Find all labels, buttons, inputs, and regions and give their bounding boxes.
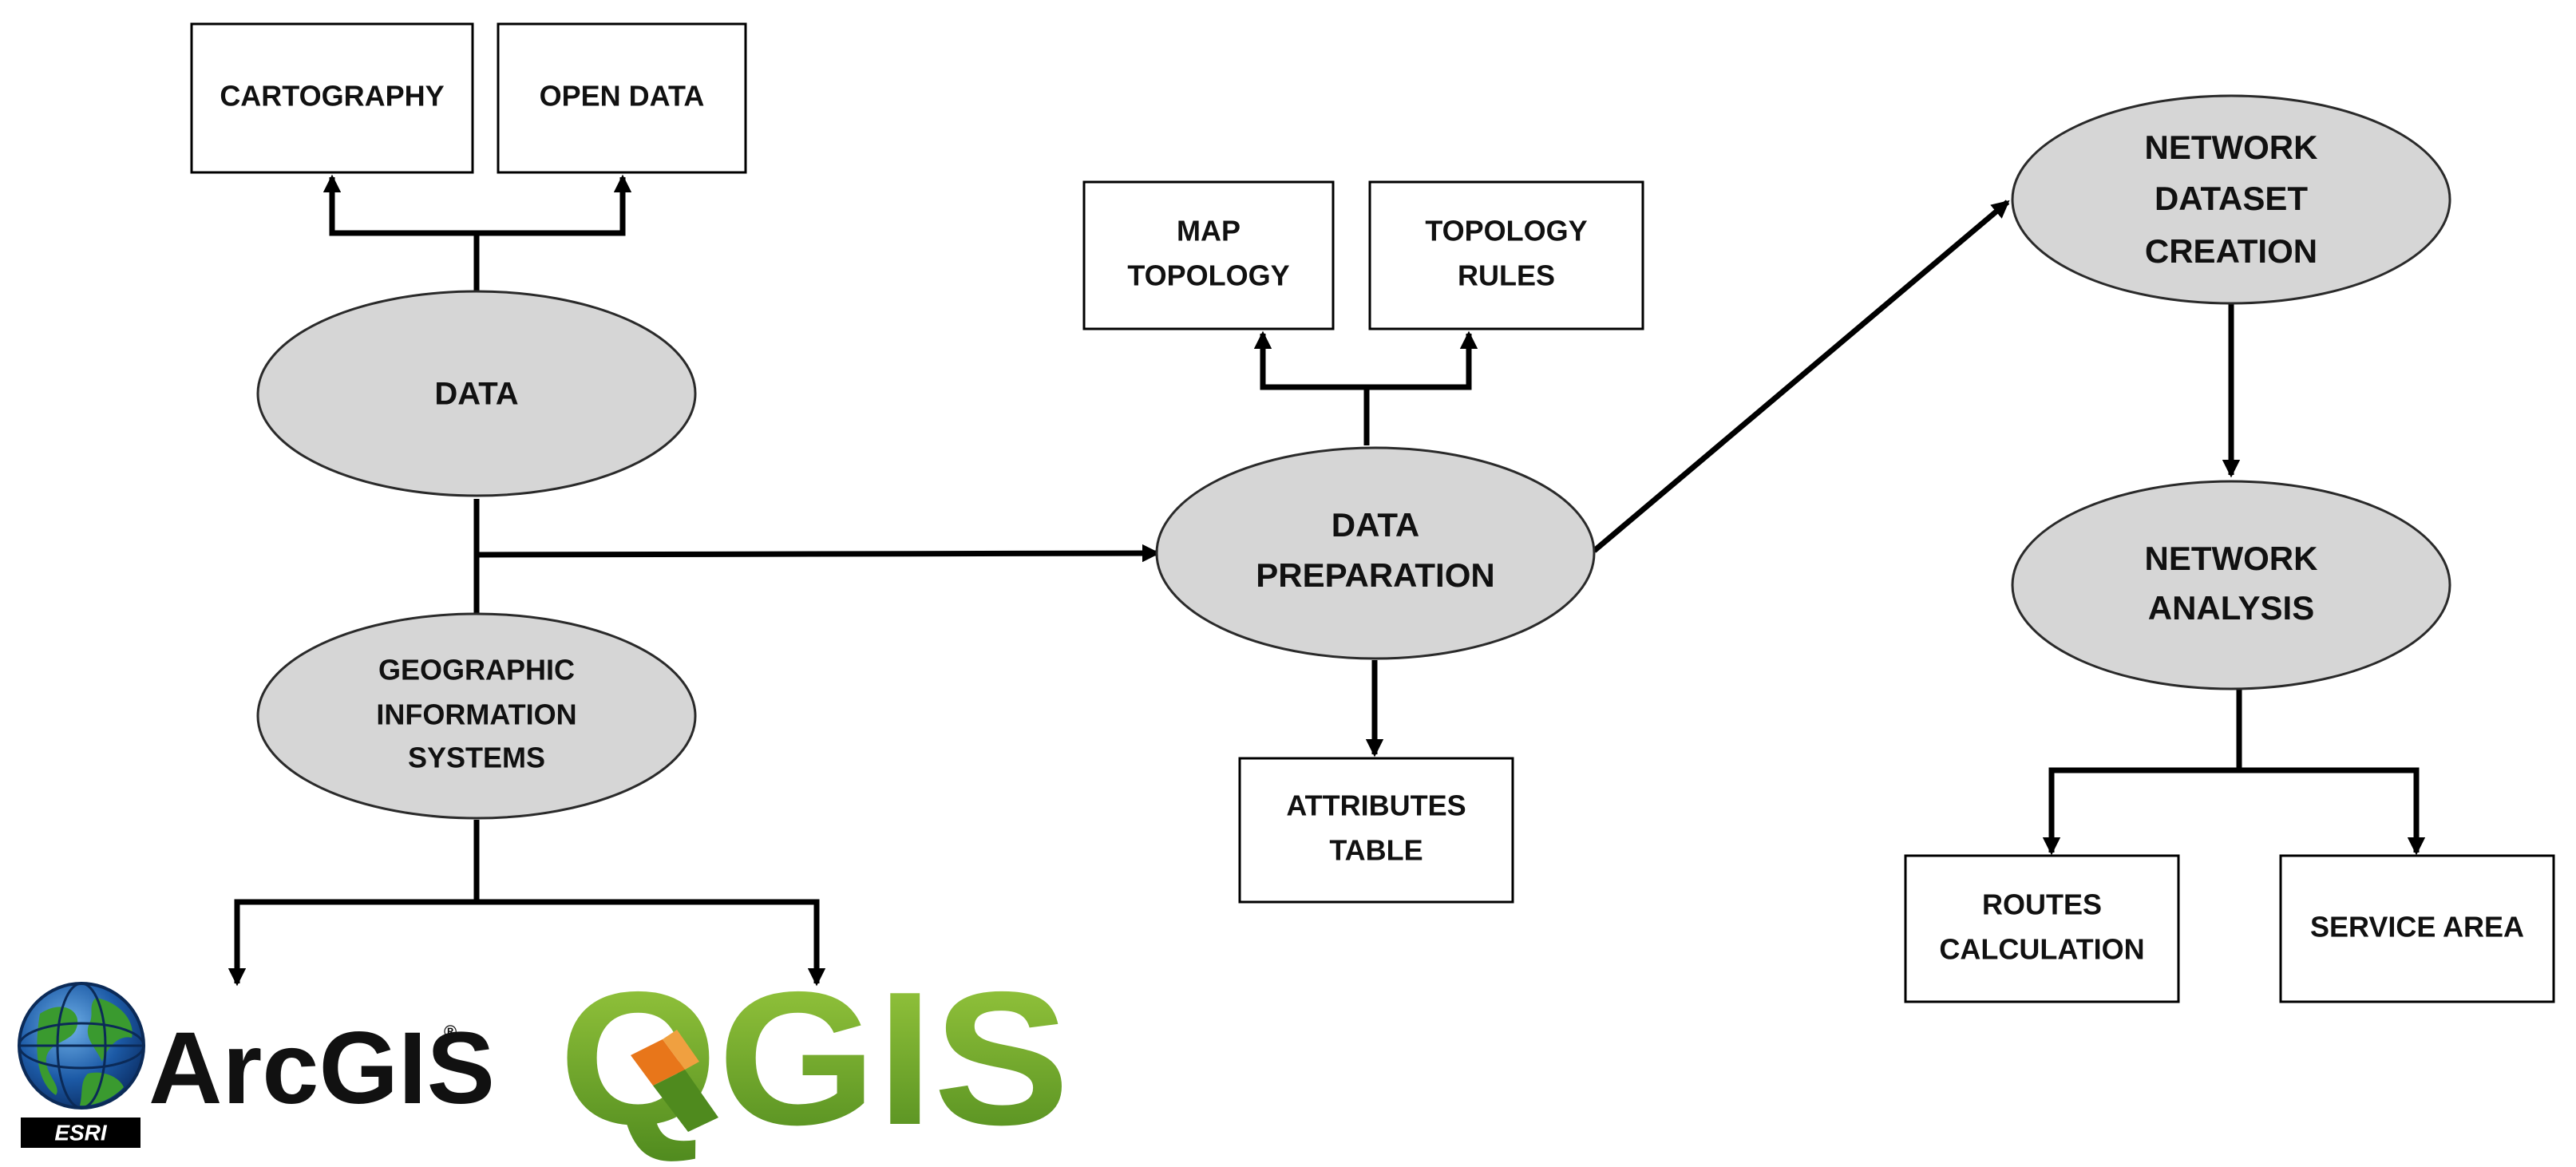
gis-label-line1: GEOGRAPHIC [378,654,575,686]
network-analysis-label-line1: NETWORK [2145,540,2318,577]
gis-label-line2: INFORMATION [376,698,576,731]
routes-calculation-label-line1: ROUTES [1982,888,2102,921]
connectors [228,174,2426,987]
globe-icon [18,982,145,1110]
box-map-topology: MAP TOPOLOGY [1082,180,1335,330]
routes-calculation-label-line2: CALCULATION [1939,933,2144,966]
box-open-data: OPEN DATA [497,22,747,174]
topology-rules-label-line2: RULES [1458,259,1555,292]
attributes-table-label-line1: ATTRIBUTES [1286,789,1466,822]
ellipse-network-analysis: NETWORK ANALYSIS [2011,480,2451,690]
box-topology-rules: TOPOLOGY RULES [1368,180,1644,330]
ellipse-gis: GEOGRAPHIC INFORMATION SYSTEMS [256,612,697,820]
cartography-label: CARTOGRAPHY [220,80,444,113]
qgis-pen-icon [631,1030,718,1132]
connector-data-to-cartography [322,174,477,236]
ellipse-network-dataset-creation: NETWORK DATASET CREATION [2011,94,2451,305]
ellipse-data-preparation: DATA PREPARATION [1155,446,1596,660]
box-service-area: SERVICE AREA [2279,854,2555,1003]
arcgis-registered-mark: ® [444,1022,457,1042]
ellipse-data: DATA [256,290,697,497]
open-data-label: OPEN DATA [540,80,705,113]
connector-analysis-to-routes [2042,767,2239,856]
connector-data-to-open-data [477,174,632,236]
map-topology-label-line1: MAP [1177,215,1241,247]
qgis-logo: QGIS [559,953,1070,1165]
connector-prep-to-topology-rules [1367,330,1478,390]
data-label: DATA [434,377,518,412]
esri-badge-label: ESRI [54,1120,108,1145]
esri-badge [21,1118,140,1148]
data-preparation-label-line1: DATA [1332,506,1419,544]
network-dataset-creation-label-line3: CREATION [2145,232,2317,270]
network-dataset-creation-label-line1: NETWORK [2145,129,2318,166]
service-area-label: SERVICE AREA [2310,911,2524,943]
topology-rules-label-line1: TOPOLOGY [1425,215,1587,247]
box-cartography: CARTOGRAPHY [190,22,474,174]
attributes-table-label-line2: TABLE [1329,834,1423,867]
gis-label-line3: SYSTEMS [408,742,545,774]
connector-prep-to-map-topology [1253,330,1367,390]
box-attributes-table: ATTRIBUTES TABLE [1238,757,1514,904]
data-preparation-label-line2: PREPARATION [1256,556,1494,594]
network-analysis-label-line2: ANALYSIS [2148,589,2315,627]
connector-to-data-preparation [476,544,1161,563]
connector-prep-to-network-dataset [1592,200,2010,553]
network-dataset-creation-label-line2: DATASET [2155,180,2308,217]
arcgis-logo: ESRI ArcGIS ® [18,982,495,1148]
connector-gis-to-arcgis [228,899,477,987]
connector-gis-to-qgis [477,899,826,987]
map-topology-label-line2: TOPOLOGY [1127,259,1289,292]
arcgis-wordmark: ArcGIS [148,1011,495,1125]
box-routes-calculation: ROUTES CALCULATION [1904,854,2180,1003]
connector-analysis-to-service-area [2239,767,2426,856]
